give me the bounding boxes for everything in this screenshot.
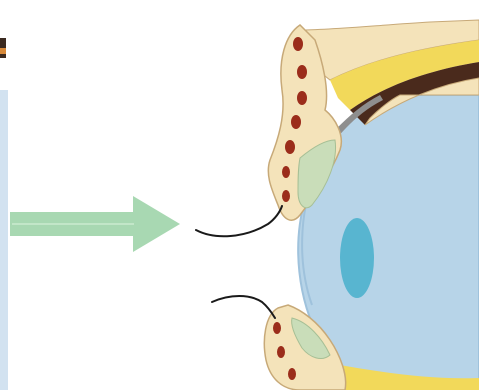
upper-eyelash-icon <box>196 206 282 236</box>
muscle-dot <box>285 140 295 154</box>
arrow-right-icon <box>10 196 180 252</box>
muscle-dot <box>282 166 290 178</box>
left-edge-orange-band <box>0 48 6 54</box>
lens <box>340 218 374 298</box>
muscle-dot <box>291 115 301 129</box>
arrow-head <box>133 196 180 252</box>
left-edge-strip <box>0 38 8 390</box>
left-edge-blue-band <box>0 90 8 390</box>
muscle-dot <box>288 368 296 380</box>
muscle-dot <box>297 65 307 79</box>
lower-eyelash-icon <box>212 296 275 318</box>
muscle-dot <box>282 190 290 202</box>
muscle-dot <box>297 91 307 105</box>
muscle-dot <box>273 322 281 334</box>
muscle-dot <box>293 37 303 51</box>
muscle-dot <box>277 346 285 358</box>
